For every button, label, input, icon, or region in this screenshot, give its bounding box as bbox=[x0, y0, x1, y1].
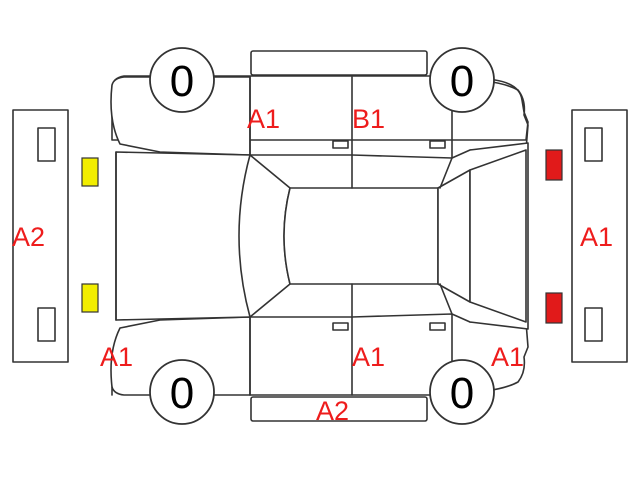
rear-bumper bbox=[571, 109, 628, 363]
front-right-headlamp bbox=[81, 283, 99, 313]
damage-code-front-left-door: A1 bbox=[247, 104, 280, 134]
rear-right-tire: 0 bbox=[429, 359, 495, 425]
damage-code-front-bumper: A2 bbox=[12, 222, 45, 252]
damage-code-front-right-corner: A1 bbox=[100, 342, 133, 372]
right-rocker-panel bbox=[250, 396, 428, 422]
car-top-view bbox=[115, 142, 529, 330]
front-bumper bbox=[12, 109, 69, 363]
front-left-tread-value: 0 bbox=[170, 57, 194, 106]
front-left-tire: 0 bbox=[149, 47, 215, 113]
rear-right-tread-value: 0 bbox=[450, 369, 474, 418]
damage-code-rear-bumper: A1 bbox=[580, 222, 613, 252]
front-right-tire: 0 bbox=[149, 359, 215, 425]
front-left-headlamp bbox=[81, 157, 99, 187]
rear-right-taillamp bbox=[545, 292, 563, 324]
rear-left-taillamp bbox=[545, 149, 563, 181]
rear-left-tire: 0 bbox=[429, 47, 495, 113]
damage-code-rear-right-corner: A1 bbox=[491, 342, 524, 372]
damage-code-front-right-door: A1 bbox=[352, 342, 385, 372]
damage-code-right-rocker: A2 bbox=[316, 396, 349, 426]
right-side-profile bbox=[110, 311, 529, 396]
left-rocker-panel bbox=[250, 50, 428, 76]
front-right-tread-value: 0 bbox=[170, 369, 194, 418]
damage-code-rear-left-door: B1 bbox=[352, 104, 385, 134]
rear-left-tread-value: 0 bbox=[450, 57, 474, 106]
